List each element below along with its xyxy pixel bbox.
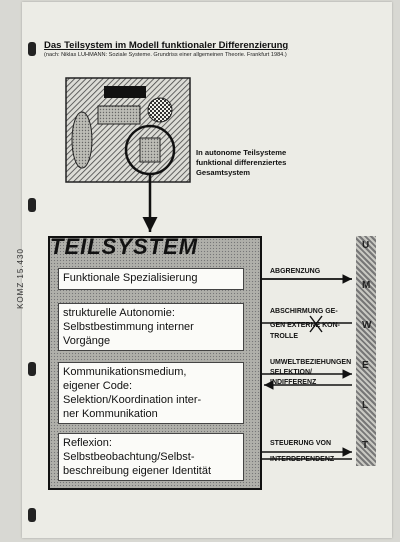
panel-line: eigener Code: xyxy=(63,380,133,392)
umwelt-letter: E xyxy=(362,360,369,371)
relation-line: STEUERUNG VON xyxy=(270,440,332,447)
panel-line: Kommunikationsmedium, xyxy=(63,366,187,378)
relation-line: ABGRENZUNG xyxy=(270,268,321,275)
panel-line: strukturelle Autonomie: xyxy=(63,307,175,319)
diagram-caption: In autonome Teilsysteme funktional diffe… xyxy=(196,148,286,178)
punch-hole xyxy=(28,508,36,522)
caption-line: Gesamtsystem xyxy=(196,168,251,177)
relation-abgrenzung: ABGRENZUNG xyxy=(270,266,320,277)
subsystem-circle xyxy=(147,97,173,123)
subsystem-bar xyxy=(104,86,146,98)
relation-line: INDIFFERENZ xyxy=(270,379,317,386)
panel-line: Selektion/Koordination inter- xyxy=(63,394,202,406)
highlighted-subsystem xyxy=(139,137,161,163)
umwelt-letter: T xyxy=(362,440,369,451)
umwelt-letter: M xyxy=(362,280,371,291)
arrow-block-2 xyxy=(309,315,323,333)
umwelt-letter: L xyxy=(362,400,369,411)
teilsystem-heading: TEILSYSTEM xyxy=(50,234,199,259)
panel-reflexion: Reflexion: Selbstbeobachtung/Selbst- bes… xyxy=(58,433,244,481)
panel-line: Selbstbestimmung interner xyxy=(63,321,194,333)
page-subtitle: (nach: Niklas LUHMANN: Soziale Systeme. … xyxy=(44,52,287,58)
umwelt-letter: W xyxy=(362,320,372,331)
relation-line: SELEKTION/ xyxy=(270,369,313,376)
panel-line: Vorgänge xyxy=(63,335,111,347)
caption-line: funktional differenziertes xyxy=(196,158,287,167)
panel-spezialisierung: Funktionale Spezialisierung xyxy=(58,268,244,290)
umwelt-letter: U xyxy=(362,240,370,251)
relation-line: ABSCHIRMUNG GE- xyxy=(270,308,338,315)
relation-line: GEN EXTERNE KON- xyxy=(270,322,341,329)
relation-abschirmung: ABSCHIRMUNG GE- GEN EXTERNE KON- TROLLE xyxy=(270,306,340,342)
relation-umwelt: UMWELTBEZIEHUNGEN SELEKTION/ INDIFFERENZ xyxy=(270,358,351,388)
panel-line: Funktionale Spezialisierung xyxy=(63,272,198,284)
relation-line: TROLLE xyxy=(270,333,298,340)
umwelt-bar xyxy=(356,236,376,466)
relation-line: INTERDEPENDENZ xyxy=(270,456,335,463)
relation-steuerung: STEUERUNG VON INTERDEPENDENZ xyxy=(270,438,334,465)
panel-line: beschreibung eigener Identität xyxy=(63,465,211,477)
subsystem-rect xyxy=(97,105,141,125)
punch-hole xyxy=(28,362,36,376)
relation-line: UMWELTBEZIEHUNGEN xyxy=(270,359,352,366)
panel-autonomie: strukturelle Autonomie: Selbstbestimmung… xyxy=(58,303,244,351)
panel-line: ner Kommunikation xyxy=(63,408,158,420)
punch-hole xyxy=(28,42,36,56)
subsystem-ellipse xyxy=(71,111,93,169)
panel-kommunikation: Kommunikationsmedium, eigener Code: Sele… xyxy=(58,362,244,424)
punch-hole xyxy=(28,198,36,212)
panel-line: Reflexion: xyxy=(63,437,112,449)
panel-line: Selbstbeobachtung/Selbst- xyxy=(63,451,195,463)
page-title: Das Teilsystem im Modell funktionaler Di… xyxy=(44,40,289,51)
caption-line: In autonome Teilsysteme xyxy=(196,148,287,157)
